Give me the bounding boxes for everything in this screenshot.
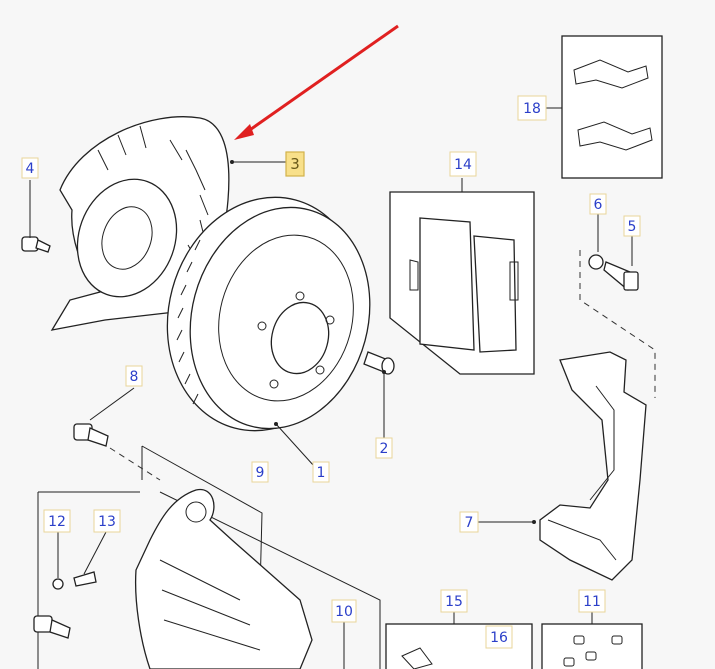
bleed-screw-part xyxy=(52,571,97,590)
hardware-kit-part xyxy=(541,623,643,669)
callout-2-label: 2 xyxy=(380,441,389,457)
callout-4[interactable]: 4 xyxy=(21,157,39,179)
callout-3-label: 3 xyxy=(290,155,300,173)
callout-13-label: 13 xyxy=(98,514,116,530)
callout-18[interactable]: 18 xyxy=(517,95,547,121)
callout-3[interactable]: 3 xyxy=(285,151,305,177)
callout-7-label: 7 xyxy=(465,515,474,531)
callout-2[interactable]: 2 xyxy=(375,437,393,459)
callout-5-label: 5 xyxy=(628,219,637,235)
callout-4-label: 4 xyxy=(26,161,35,177)
callout-1-label: 1 xyxy=(317,465,326,481)
disc-screw-part xyxy=(363,351,395,375)
callout-9-label: 9 xyxy=(256,465,265,481)
leader-lines xyxy=(29,107,633,669)
caliper-carrier-part xyxy=(539,351,647,581)
callout-5[interactable]: 5 xyxy=(623,215,641,237)
dash-line-bolt-8 xyxy=(109,447,161,481)
callout-10-label: 10 xyxy=(335,604,353,620)
callout-7[interactable]: 7 xyxy=(459,511,479,533)
brake-pads-part xyxy=(389,191,535,375)
callout-6-label: 6 xyxy=(594,197,603,213)
callout-15[interactable]: 15 xyxy=(440,589,468,613)
brake-disc-part xyxy=(166,196,371,432)
callout-1[interactable]: 1 xyxy=(312,461,330,483)
housing-bolt-part xyxy=(33,615,71,639)
callout-12[interactable]: 12 xyxy=(43,509,71,533)
callout-14[interactable]: 14 xyxy=(449,151,477,177)
callout-16-label: 16 xyxy=(490,630,508,646)
carrier-bolt-part xyxy=(73,423,109,447)
callout-6[interactable]: 6 xyxy=(589,193,607,215)
callout-9[interactable]: 9 xyxy=(251,461,269,483)
caliper-housing-part xyxy=(37,445,381,669)
callout-14-label: 14 xyxy=(454,157,472,173)
shield-bolt-part xyxy=(21,236,51,253)
callout-18-label: 18 xyxy=(523,101,541,117)
guide-bolt-part xyxy=(588,254,639,291)
callout-8[interactable]: 8 xyxy=(125,365,143,387)
callout-11-label: 11 xyxy=(583,594,601,610)
pad-clips-part xyxy=(561,35,663,179)
red-pointer-arrow xyxy=(234,24,399,140)
callout-16[interactable]: 16 xyxy=(485,625,513,649)
callout-11[interactable]: 11 xyxy=(578,589,606,613)
callout-12-label: 12 xyxy=(48,514,66,530)
callout-10[interactable]: 10 xyxy=(331,599,357,623)
callout-13[interactable]: 13 xyxy=(93,509,121,533)
callout-15-label: 15 xyxy=(445,594,463,610)
callout-8-label: 8 xyxy=(130,369,139,385)
dash-line-bolt xyxy=(579,250,656,398)
